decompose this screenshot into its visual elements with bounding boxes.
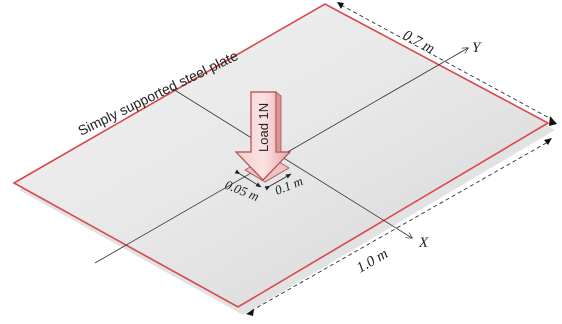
axis-y-label: Y <box>472 40 482 56</box>
dim-arrow-length-start <box>246 309 254 316</box>
plate-centerline-x <box>172 88 412 238</box>
dim-line-0-1 <box>264 173 292 191</box>
dim-line-length <box>250 141 549 312</box>
dim-arrow-length-end <box>544 138 552 145</box>
load-arrow <box>234 91 292 181</box>
dim-arrow-width-end <box>549 116 557 126</box>
dim-arrow-width-start <box>337 2 344 9</box>
length-dim-label: 1.0 m <box>354 246 391 277</box>
dim-line-width <box>340 4 554 121</box>
axis-x-label: X <box>418 235 429 251</box>
load-label: Load 1N <box>256 103 271 152</box>
dim-line-0-05 <box>234 169 262 188</box>
